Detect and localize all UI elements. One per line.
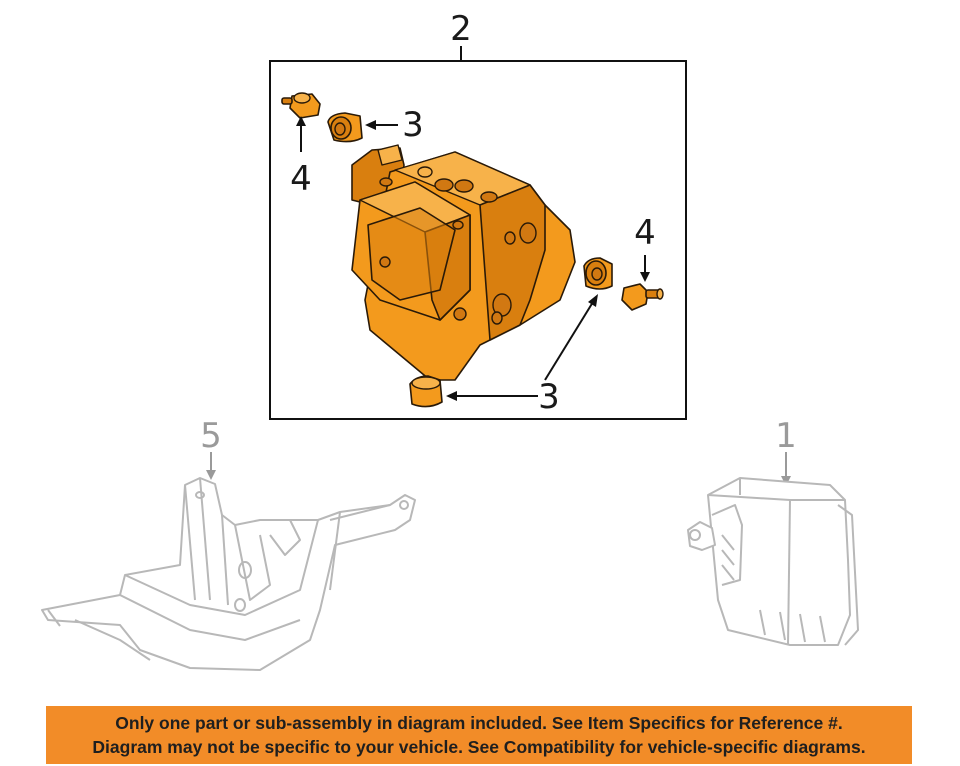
arrowhead-4-left	[296, 116, 306, 126]
abs-modulator-assembly	[351, 144, 576, 381]
arrowhead-4-right	[640, 272, 650, 282]
arrowhead-3-lower-a	[446, 391, 457, 401]
grommet-lower	[409, 375, 443, 408]
grommet-upper	[327, 112, 363, 143]
assembly-frame	[269, 60, 687, 420]
callout-4-left: 4	[290, 159, 312, 199]
control-module	[687, 477, 859, 646]
callout-3-lower: 3	[538, 377, 560, 417]
mounting-bracket	[41, 477, 416, 671]
bolt-right	[621, 283, 664, 311]
disclaimer-banner: Only one part or sub-assembly in diagram…	[46, 706, 912, 764]
arrowhead-3-upper	[365, 120, 376, 130]
grommet-right	[583, 257, 613, 290]
leader-3-lower-b	[544, 301, 594, 381]
bolt-upper-left	[281, 92, 321, 119]
callout-5: 5	[200, 416, 222, 456]
arrowhead-3-lower-b	[588, 294, 598, 307]
callout-3-upper: 3	[402, 105, 424, 145]
disclaimer-line-2: Diagram may not be specific to your vehi…	[92, 737, 866, 757]
arrowhead-5	[206, 470, 216, 480]
disclaimer-line-1: Only one part or sub-assembly in diagram…	[115, 713, 843, 733]
callout-4-right: 4	[634, 213, 656, 253]
callout-2: 2	[450, 9, 472, 49]
parts-diagram: 2	[41, 9, 859, 671]
callout-1: 1	[775, 416, 797, 456]
